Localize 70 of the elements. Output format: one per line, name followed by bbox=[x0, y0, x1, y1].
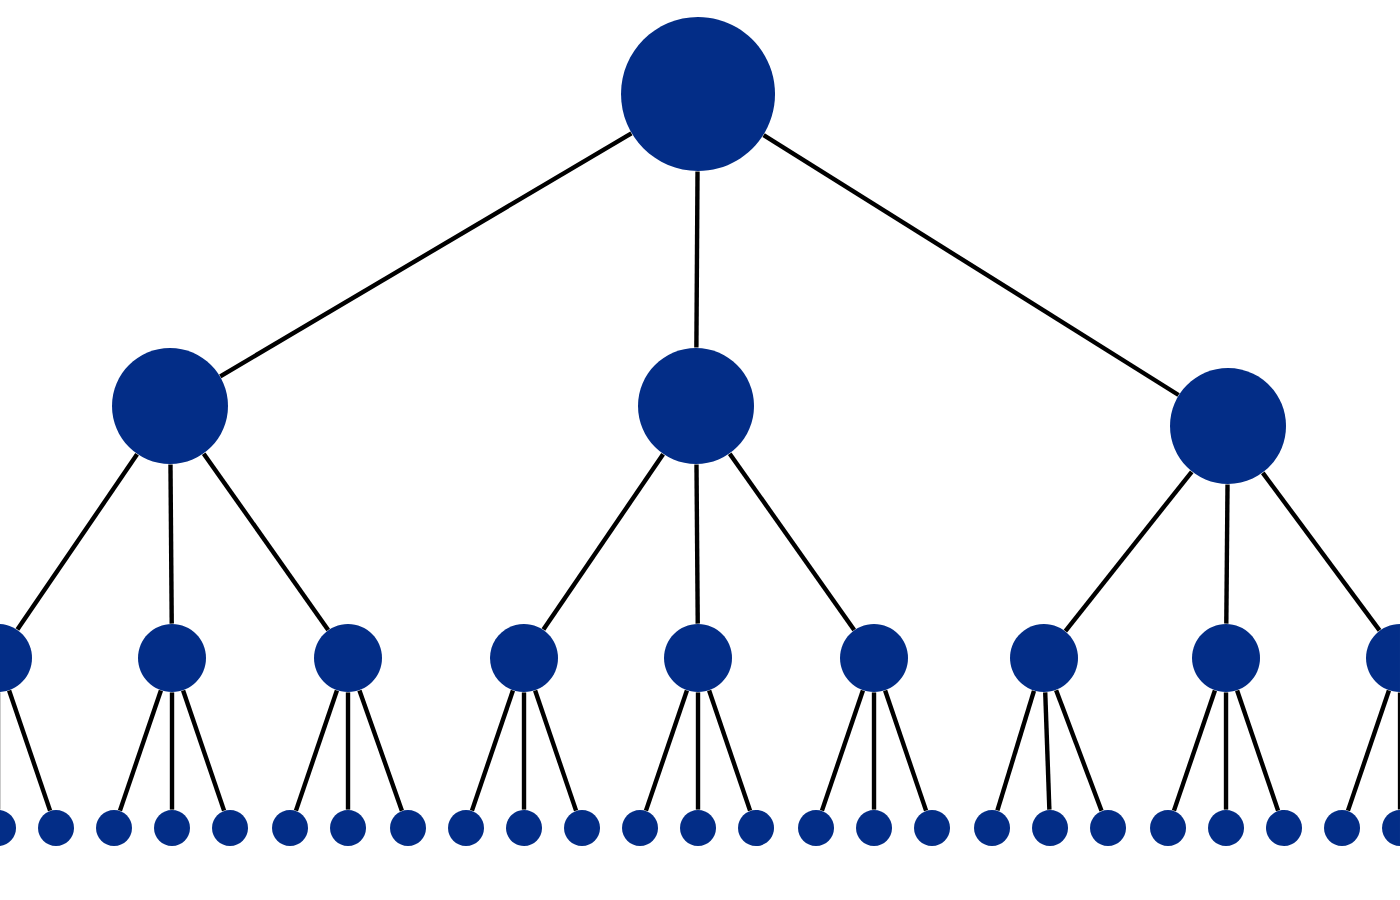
connector-line bbox=[15, 453, 139, 631]
node-circle bbox=[621, 17, 775, 171]
node-circle bbox=[856, 810, 892, 846]
node-circle bbox=[622, 810, 658, 846]
connector-line bbox=[293, 689, 339, 812]
node-circle bbox=[138, 624, 206, 692]
node-circle bbox=[1208, 810, 1244, 846]
connector-line bbox=[871, 692, 877, 810]
node-circle bbox=[798, 810, 834, 846]
node-circle bbox=[314, 624, 382, 692]
connector-line bbox=[1224, 484, 1230, 624]
connector-line bbox=[345, 692, 351, 810]
node-circle bbox=[914, 810, 950, 846]
connector-line bbox=[643, 689, 689, 812]
node-circle bbox=[38, 810, 74, 846]
connector-line bbox=[7, 689, 53, 812]
node-circle bbox=[564, 810, 600, 846]
connector-line bbox=[1063, 470, 1194, 633]
connector-line bbox=[727, 452, 856, 632]
connector-line bbox=[168, 464, 174, 624]
connector-line bbox=[117, 689, 163, 812]
node-circle bbox=[212, 810, 248, 846]
node-circle bbox=[664, 624, 732, 692]
connector-line bbox=[1235, 689, 1281, 812]
node-circle bbox=[638, 348, 754, 464]
node-circle bbox=[1170, 368, 1286, 484]
node-circle bbox=[974, 810, 1010, 846]
connector-line bbox=[1054, 689, 1104, 812]
node-circle bbox=[390, 810, 426, 846]
node-circle bbox=[330, 810, 366, 846]
node-circle bbox=[112, 348, 228, 464]
connector-line bbox=[695, 692, 701, 810]
connector-line bbox=[1043, 692, 1052, 810]
node-circle bbox=[738, 810, 774, 846]
connector-line bbox=[883, 689, 929, 812]
connector-line bbox=[541, 453, 665, 631]
connector-line bbox=[1261, 471, 1382, 632]
connector-line bbox=[694, 464, 700, 624]
node-circle bbox=[490, 624, 558, 692]
node-circle bbox=[1090, 810, 1126, 846]
node-circle bbox=[1324, 810, 1360, 846]
node-circle bbox=[272, 810, 308, 846]
connector-line bbox=[1345, 689, 1391, 812]
connector-line bbox=[181, 689, 227, 812]
connector-line bbox=[521, 692, 527, 810]
connector-line bbox=[201, 452, 330, 632]
node-circle bbox=[1032, 810, 1068, 846]
node-circle bbox=[506, 810, 542, 846]
connector-line bbox=[169, 692, 175, 810]
node-circle bbox=[1192, 624, 1260, 692]
connector-line bbox=[762, 133, 1180, 397]
node-circle bbox=[840, 624, 908, 692]
node-circle bbox=[1010, 624, 1078, 692]
node-circle bbox=[1150, 810, 1186, 846]
connector-line bbox=[1223, 692, 1229, 810]
connector-line bbox=[995, 690, 1037, 812]
connector-line bbox=[469, 689, 515, 812]
connector-line bbox=[533, 689, 579, 812]
node-circle bbox=[154, 810, 190, 846]
node-circle bbox=[96, 810, 132, 846]
connector-line bbox=[219, 131, 633, 379]
connector-line bbox=[1397, 692, 1400, 810]
connector-line bbox=[819, 689, 865, 812]
connector-line bbox=[1171, 689, 1217, 812]
node-circle bbox=[680, 810, 716, 846]
connector-line bbox=[357, 689, 404, 812]
node-circle bbox=[1266, 810, 1302, 846]
node-circle bbox=[448, 810, 484, 846]
connector-line bbox=[694, 171, 700, 348]
connector-line bbox=[707, 689, 753, 812]
